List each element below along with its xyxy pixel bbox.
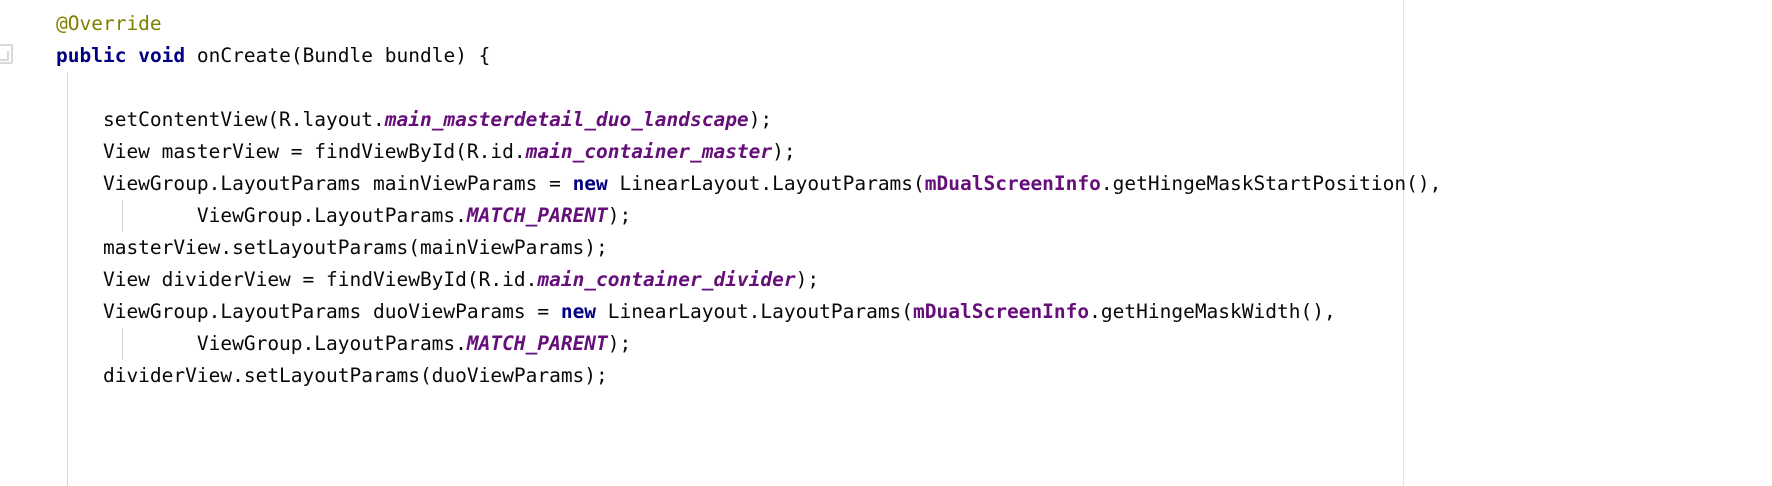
code-line[interactable]: View masterView = findViewById(R.id.main… xyxy=(0,136,1772,168)
indent-guide-level-2 xyxy=(122,328,123,360)
code-line[interactable] xyxy=(0,72,1772,104)
code-token-field: mDualScreenInfo xyxy=(913,300,1090,323)
code-line[interactable]: masterView.setLayoutParams(mainViewParam… xyxy=(0,232,1772,264)
code-token-plain: ViewGroup.LayoutParams. xyxy=(56,204,467,227)
code-token-keyword: void xyxy=(138,44,186,67)
code-token-plain xyxy=(126,44,138,67)
right-margin-guide xyxy=(1403,0,1404,486)
code-line[interactable]: ViewGroup.LayoutParams.MATCH_PARENT); xyxy=(0,200,1772,232)
code-line[interactable]: public void onCreate(Bundle bundle) { xyxy=(0,40,1772,72)
code-line[interactable]: ViewGroup.LayoutParams duoViewParams = n… xyxy=(0,296,1772,328)
code-token-plain: ); xyxy=(607,332,632,355)
code-token-plain: ); xyxy=(607,204,632,227)
code-token-plain: View masterView = findViewById(R.id. xyxy=(56,140,526,163)
code-token-plain: ViewGroup.LayoutParams. xyxy=(56,332,467,355)
code-token-plain: masterView.setLayoutParams(mainViewParam… xyxy=(56,236,608,259)
code-token-keyword: new xyxy=(560,300,597,323)
code-token-keyword: new xyxy=(572,172,608,195)
code-token-static: MATCH_PARENT xyxy=(466,332,608,355)
code-token-plain: .getHingeMaskStartPosition(), xyxy=(1100,172,1442,195)
code-line[interactable]: ViewGroup.LayoutParams.MATCH_PARENT); xyxy=(0,328,1772,360)
code-token-plain: dividerView.setLayoutParams(duoViewParam… xyxy=(56,364,608,387)
code-line[interactable]: setContentView(R.layout.main_masterdetai… xyxy=(0,104,1772,136)
code-token-annotation: @Override xyxy=(56,12,162,35)
overriding-method-marker-icon[interactable] xyxy=(0,44,13,64)
indent-guide-level-2 xyxy=(122,200,123,232)
code-line[interactable]: ViewGroup.LayoutParams mainViewParams = … xyxy=(0,168,1772,200)
code-token-static: main_container_divider xyxy=(537,268,796,291)
code-token-keyword: public xyxy=(56,44,127,67)
code-token-plain: View dividerView = findViewById(R.id. xyxy=(56,268,538,291)
code-token-static: main_masterdetail_duo_landscape xyxy=(384,108,749,131)
code-line[interactable]: @Override xyxy=(0,8,1772,40)
code-token-plain: .getHingeMaskWidth(), xyxy=(1089,300,1336,323)
code-token-field: mDualScreenInfo xyxy=(924,172,1101,195)
code-token-plain: ViewGroup.LayoutParams mainViewParams = xyxy=(56,172,573,195)
code-token-plain: LinearLayout.LayoutParams( xyxy=(607,172,925,195)
code-line[interactable]: View dividerView = findViewById(R.id.mai… xyxy=(0,264,1772,296)
code-token-static: MATCH_PARENT xyxy=(466,204,608,227)
code-token-plain: ); xyxy=(795,268,820,291)
code-token-static: main_container_master xyxy=(525,140,773,163)
code-line[interactable]: dividerView.setLayoutParams(duoViewParam… xyxy=(0,360,1772,392)
code-token-plain: ViewGroup.LayoutParams duoViewParams = xyxy=(56,300,561,323)
code-text-area[interactable]: @Override public void onCreate(Bundle bun… xyxy=(0,8,1772,392)
code-token-plain: LinearLayout.LayoutParams( xyxy=(596,300,914,323)
code-token-plain: setContentView(R.layout. xyxy=(56,108,385,131)
code-token-plain: ); xyxy=(748,108,773,131)
indent-guide-level-1 xyxy=(67,72,68,486)
code-token-plain: ); xyxy=(772,140,796,163)
code-token-plain: onCreate(Bundle bundle) { xyxy=(185,44,491,67)
